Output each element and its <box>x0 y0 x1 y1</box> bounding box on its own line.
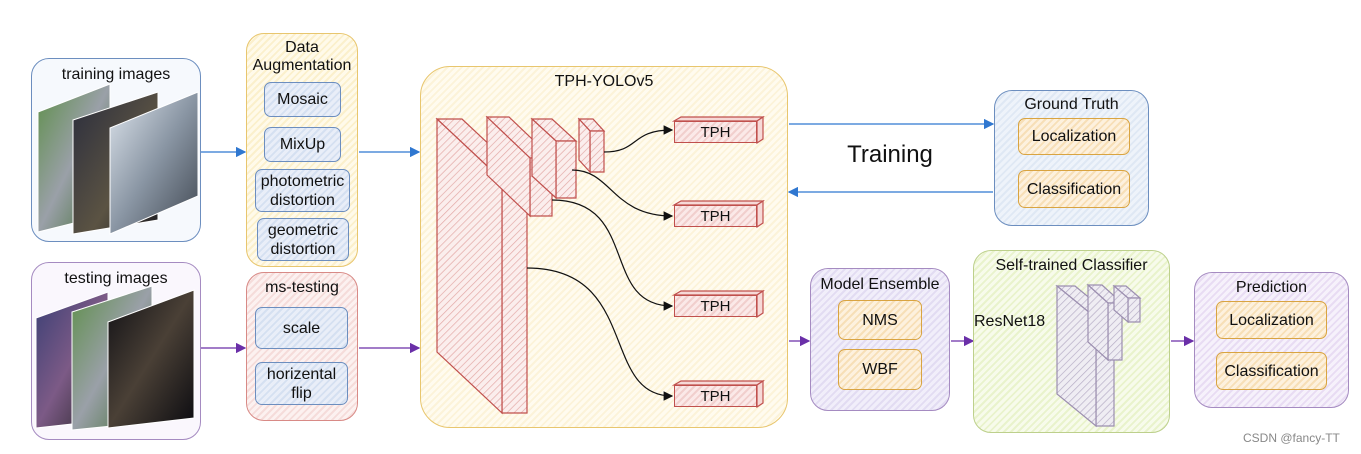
ensemble-nms: NMS <box>838 300 922 340</box>
ground-truth-title: Ground Truth <box>1024 96 1119 113</box>
testing-images-title: testing images <box>64 270 168 287</box>
aug-geometric: geometric distortion <box>257 218 349 261</box>
model-ensemble-title: Model Ensemble <box>820 276 940 293</box>
tph-yolov5-title: TPH-YOLOv5 <box>554 73 654 90</box>
classifier-title: Self-trained Classifier <box>995 257 1148 274</box>
training-images-panel <box>31 58 201 242</box>
watermark: CSDN @fancy-TT <box>1243 431 1340 445</box>
training-images-title: training images <box>61 66 171 83</box>
aug-mixup: MixUp <box>264 127 341 162</box>
aug-photometric: photometric distortion <box>255 169 350 212</box>
ms-scale: scale <box>255 307 348 349</box>
testing-images-panel <box>31 262 201 440</box>
aug-mosaic: Mosaic <box>264 82 341 117</box>
ms-testing-title: ms-testing <box>265 279 339 296</box>
gt-classification: Classification <box>1018 170 1130 208</box>
tph-head-2: TPH <box>674 205 757 227</box>
tph-head-3: TPH <box>674 295 757 317</box>
gt-localization: Localization <box>1018 118 1130 155</box>
training-label: Training <box>847 141 933 168</box>
classifier-panel <box>973 250 1170 433</box>
prediction-localization: Localization <box>1216 301 1327 339</box>
prediction-classification: Classification <box>1216 352 1327 390</box>
tph-head-4: TPH <box>674 385 757 407</box>
ensemble-wbf: WBF <box>838 349 922 390</box>
prediction-title: Prediction <box>1235 279 1308 296</box>
tph-head-1: TPH <box>674 121 757 143</box>
ms-horizontal-flip: horizental flip <box>255 362 348 405</box>
resnet18-label: ResNet18 <box>974 313 1046 330</box>
data-augmentation-title: Data Augmentation <box>252 39 352 74</box>
